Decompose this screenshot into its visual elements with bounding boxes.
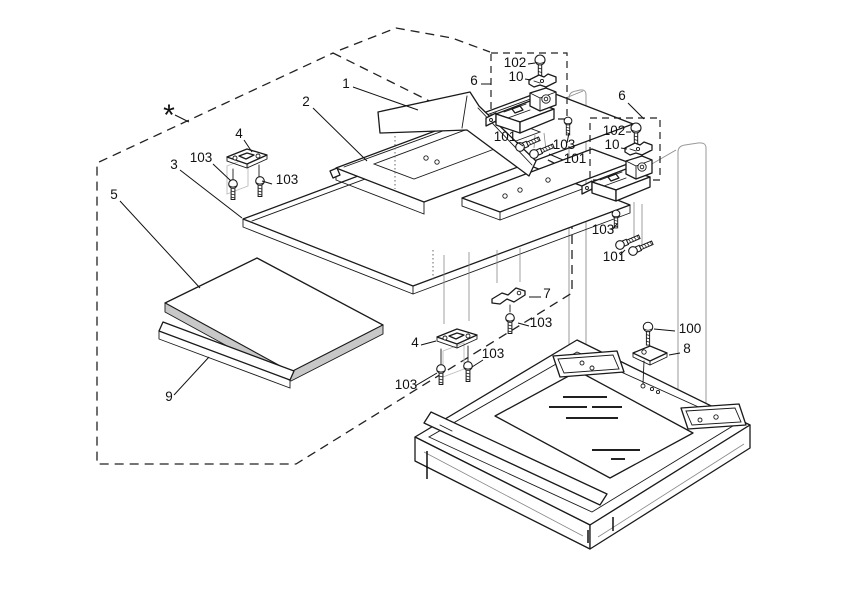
callout-label: 4 (411, 335, 419, 350)
screw-103 (463, 361, 473, 383)
callout-label: 103 (592, 222, 615, 237)
callout-label: 3 (170, 157, 178, 172)
callout-label: 7 (543, 286, 551, 301)
callout-label: 1 (342, 76, 350, 91)
asterisk-marker: * (163, 99, 175, 132)
screw-103 (255, 176, 265, 198)
document-text-lines (549, 396, 640, 460)
platen-glass (494, 370, 694, 479)
callout-label: 2 (302, 94, 310, 109)
pad-part5 (164, 257, 384, 382)
callout-label: 103 (482, 346, 505, 361)
callout-label: 103 (553, 137, 576, 152)
callout-label: 103 (190, 150, 213, 165)
callout-labels: 1 2 4 103 103 3 5 9 6 102 10 101 103 101… (110, 55, 701, 404)
hinge-slot-left (552, 350, 625, 378)
callout-label: 5 (110, 187, 118, 202)
callout-label: 100 (679, 321, 702, 336)
callout-label: 4 (235, 126, 243, 141)
cover-frame-part2 (329, 89, 634, 221)
callout-label: 8 (683, 341, 691, 356)
hinge-plate-part4-upper (226, 148, 268, 201)
callout-label: 102 (504, 55, 527, 70)
callout-label: 102 (603, 123, 626, 138)
callout-label: 103 (276, 172, 299, 187)
callout-label: 103 (530, 315, 553, 330)
plate-part8 (632, 321, 668, 366)
callout-label: 6 (618, 88, 626, 103)
hinge-plate-part4-lower (436, 252, 478, 386)
bracket-part10 (528, 73, 557, 88)
cover-frame-left-clamp (329, 167, 341, 179)
strip-part9 (158, 321, 295, 389)
base-right-skirt (589, 424, 751, 550)
scanner-base-unit (414, 339, 751, 550)
screw-103 (228, 179, 238, 201)
guide-panel-1 (568, 89, 587, 366)
hinge-assembly-box-1 (485, 52, 573, 161)
hinge-slot-right (680, 403, 747, 430)
callout-label: 6 (470, 73, 478, 88)
platen-rim (428, 351, 737, 513)
bracket-part10 (624, 141, 653, 156)
region-marker-asterisk: * (163, 99, 190, 132)
option-region-boundary (96, 27, 573, 465)
callout-label: 103 (395, 377, 418, 392)
leader-lines (119, 62, 681, 396)
callout-label: 10 (508, 69, 523, 84)
control-panel-bar (423, 411, 608, 506)
callout-label: 9 (165, 389, 173, 404)
hinge-assembly-box-2 (581, 117, 661, 258)
guide-panel-2 (677, 142, 707, 424)
callout-label: 10 (604, 137, 619, 152)
callout-label: 101 (494, 129, 517, 144)
part8-mount-holes (640, 360, 661, 395)
callout-label: 101 (564, 151, 587, 166)
bracket-part7 (491, 248, 526, 335)
base-tick-marks (426, 451, 614, 543)
screw-100 (642, 321, 654, 346)
screw-103 (436, 364, 446, 386)
screw-103 (505, 313, 515, 335)
callout-label: 101 (603, 249, 626, 264)
